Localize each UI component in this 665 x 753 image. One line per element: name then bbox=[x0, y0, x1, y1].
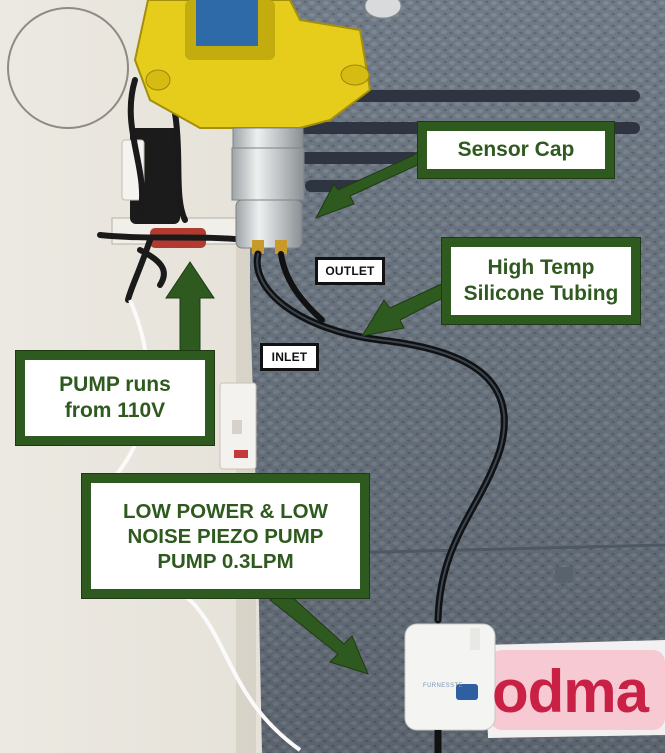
freezer-brand-text: odma bbox=[492, 658, 649, 725]
tag-outlet-text: OUTLET bbox=[325, 264, 375, 278]
piezo-pump-box bbox=[404, 623, 496, 753]
callout-piezo-pump: LOW POWER & LOW NOISE PIEZO PUMP PUMP 0.… bbox=[82, 474, 369, 598]
tag-inlet: INLET bbox=[260, 343, 319, 371]
callout-tubing-line1: High Temp bbox=[487, 256, 595, 280]
callout-sensor-cap: Sensor Cap bbox=[418, 122, 614, 178]
callout-pump110-line2: from 110V bbox=[64, 399, 166, 422]
callout-piezo-line1: LOW POWER & LOW bbox=[123, 499, 328, 523]
tag-inlet-text: INLET bbox=[271, 350, 308, 364]
callout-silicone-tubing: High Temp Silicone Tubing bbox=[442, 238, 640, 324]
arrow-pump110 bbox=[165, 261, 215, 361]
callout-arrows bbox=[165, 149, 459, 675]
gas-detector-enclosure bbox=[133, 0, 372, 129]
callout-tubing-line2: Silicone Tubing bbox=[463, 282, 619, 305]
callout-piezo-line2: NOISE PIEZO PUMP bbox=[127, 524, 324, 548]
lens-circle bbox=[7, 7, 129, 129]
tag-outlet: OUTLET bbox=[315, 257, 385, 285]
callout-pump-110v: PUMP runs from 110V bbox=[16, 351, 214, 445]
pump-brand-text: FURNESSTE bbox=[423, 683, 463, 689]
callout-pump110-line1: PUMP runs bbox=[59, 373, 171, 397]
panel-handle bbox=[555, 567, 573, 583]
arrow-sensor-cap bbox=[314, 149, 425, 219]
callout-piezo-line3: PUMP 0.3LPM bbox=[157, 549, 294, 573]
sensor-housing bbox=[231, 127, 305, 254]
bolt bbox=[364, 0, 402, 19]
callout-sensor-cap-text: Sensor Cap bbox=[457, 138, 575, 162]
silicone-tubing bbox=[253, 250, 508, 624]
